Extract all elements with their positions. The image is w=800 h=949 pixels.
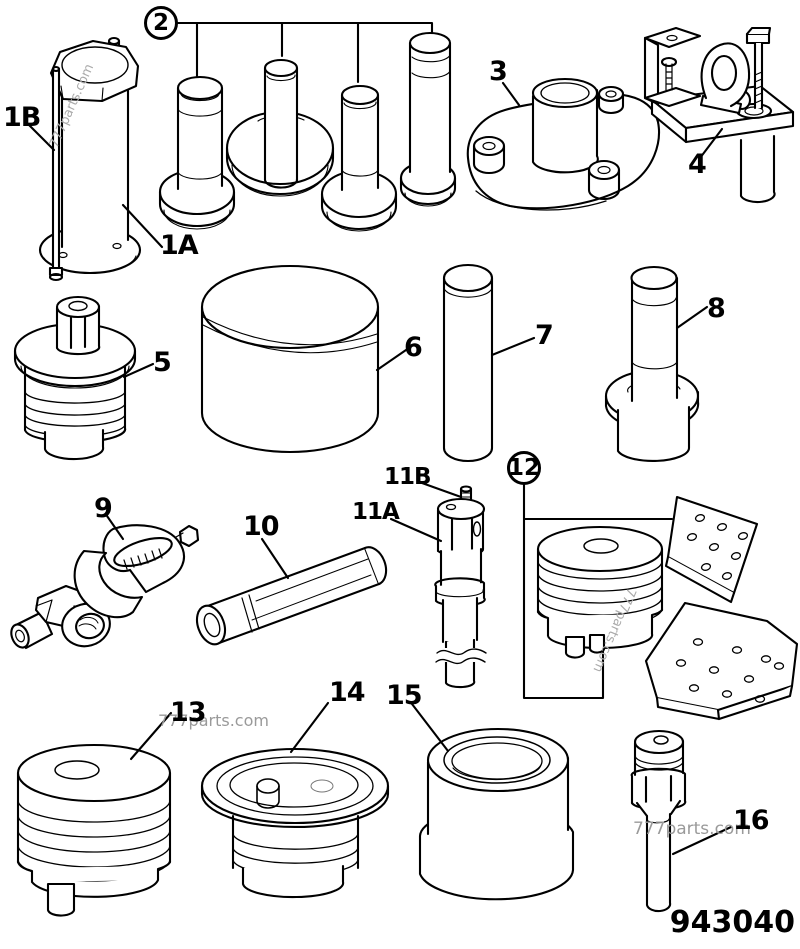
part-4-lifting-bracket xyxy=(643,26,795,204)
leader-lines xyxy=(27,81,733,856)
callout-15: 15 xyxy=(386,680,423,711)
part-1-cylinder-tool xyxy=(38,36,142,282)
part-16-pin-tool xyxy=(630,729,687,913)
callout-10: 10 xyxy=(243,511,280,542)
callout-11a: 11A xyxy=(352,499,400,525)
part-9-yoke-tool xyxy=(10,524,200,650)
part-13-ribbed-drum xyxy=(16,743,172,917)
callout-1b: 1B xyxy=(3,102,41,133)
part-3-flange-plate xyxy=(466,77,660,211)
callout-13: 13 xyxy=(170,697,207,728)
part-10-tube xyxy=(195,546,388,646)
watermark-bottom-left: 777parts.com xyxy=(158,711,269,730)
callout-12-bracket xyxy=(522,483,674,700)
watermark-bottom-right: 777parts.com xyxy=(633,819,751,839)
callout-8: 8 xyxy=(707,293,726,324)
callout-7: 7 xyxy=(535,320,554,351)
callout-2-circle: 2 xyxy=(144,6,178,40)
part-5-threaded-plug xyxy=(13,295,137,461)
callout-11b: 11B xyxy=(384,464,432,490)
part-8-stepped-drift xyxy=(604,265,700,462)
callout-1a: 1A xyxy=(160,230,199,261)
callout-3: 3 xyxy=(489,56,508,87)
part-14-flanged-cup xyxy=(200,747,390,899)
callout-2-bracket xyxy=(175,21,434,84)
callout-4: 4 xyxy=(688,149,707,180)
callout-16: 16 xyxy=(733,805,770,836)
callout-14: 14 xyxy=(329,677,366,708)
part-6-large-cap xyxy=(200,264,380,454)
figure-part-number: 943040 xyxy=(669,905,795,940)
callout-5: 5 xyxy=(153,347,172,378)
part-2-pins xyxy=(158,31,457,232)
part-7-rod xyxy=(442,263,494,463)
part-12-group xyxy=(536,495,799,721)
callout-12-circle: 12 xyxy=(507,451,541,485)
part-15-stepped-bushing xyxy=(418,727,575,901)
callout-6: 6 xyxy=(404,332,423,363)
part-11-injector-tool xyxy=(434,485,487,689)
callout-9: 9 xyxy=(94,493,113,524)
